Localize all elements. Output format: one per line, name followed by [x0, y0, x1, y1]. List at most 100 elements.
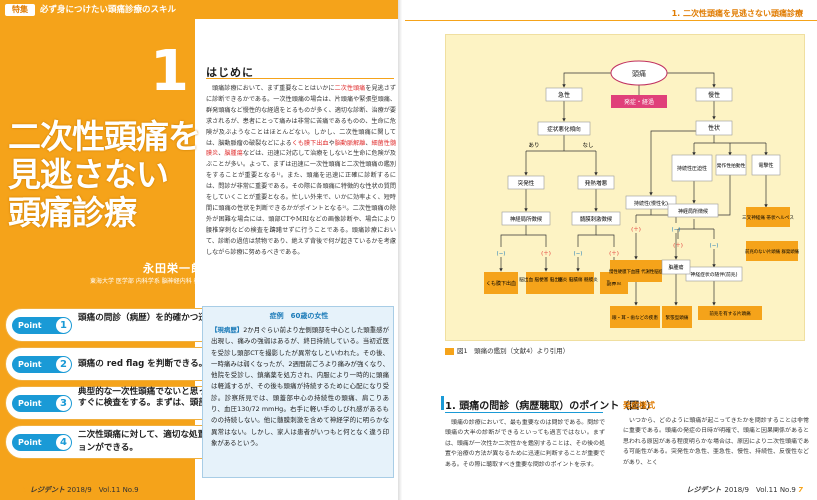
flow-tension: 緊張型頭痛	[666, 314, 689, 321]
flowchart-figure: 頭痛 発症・経過 急性 慢性 症状悪化傾向 あり なし 性状 突発性 発熱増悪 …	[445, 34, 805, 341]
flow-tumor-box	[661, 259, 691, 275]
intro-heading: はじめに	[206, 66, 254, 79]
flow-chronic-fixed: 持続性(慢性化)	[634, 200, 668, 207]
highlight-term: 細菌性髄膜炎	[206, 139, 397, 158]
flow-sudden-box	[507, 175, 545, 190]
flow-migraine-aura-box	[698, 306, 762, 320]
flow-chronic-fixed-box	[625, 195, 677, 210]
point-text: 頭痛の問診（病歴）を的確かつ迅速に聴取できる。	[78, 313, 276, 323]
point-number: 2	[56, 357, 71, 372]
flow-onset-box	[611, 95, 667, 108]
left-page: 特集 必ず身につけたい頭痛診療のスキル 1 二次性頭痛を 見逃さない 頭痛診療 …	[0, 0, 398, 500]
flow-onset: 発症・経過	[624, 98, 654, 106]
author-name: 永田栄一郎	[143, 262, 203, 275]
flow-meningeal-box	[571, 211, 621, 226]
flow-meningeal: 髄膜刺激徴候	[580, 215, 613, 223]
flow-plus: (＋)	[541, 250, 551, 257]
running-head-rule	[405, 20, 817, 21]
running-head-title: 二次性頭痛を	[683, 9, 731, 18]
flow-sinusitis: 副鼻炎	[606, 280, 621, 287]
page-number: 6	[22, 486, 27, 494]
flow-eye-ear: 眼・耳・歯などの疾患	[612, 314, 658, 321]
highlight-term: くも膜下出血	[291, 139, 329, 147]
point-badge: Point 2	[12, 356, 72, 373]
flow-paroxysmal-box	[715, 154, 747, 176]
point-label: Point	[18, 360, 42, 369]
flow-subdural: 慢性硬膜下血腫 代謝性脳症	[609, 268, 664, 275]
gutter	[398, 0, 405, 500]
flow-tumor: 脳腫瘍	[668, 264, 683, 271]
flow-tension-box	[662, 306, 692, 328]
issue-info: 2018/9 Vol.11 No.9	[724, 486, 796, 494]
flow-ich: 脳出血 脳梗塞 脳出血など	[519, 276, 573, 283]
caption-swatch	[445, 347, 454, 355]
flow-electric: 電撃性	[758, 162, 773, 169]
flow-meningitis-box	[562, 272, 594, 294]
point-text: 頭痛の red flag を判断できる。	[78, 359, 208, 369]
flow-trigeminal-box	[746, 207, 790, 227]
intro-text: 頭痛診療において、まず重要なことはいかに	[212, 85, 335, 92]
page-number: 7	[798, 486, 803, 494]
intro-text: などは、迅速に対応して治療をしないと生命に危険が及ぶことが多い。よって、まずは迅…	[206, 150, 397, 256]
case-text: 2か月ぐらい前より左側頭部を中心とした頭重感が出現し、痛みの強弱はあるが、終日持…	[211, 326, 390, 447]
flowchart-svg: 頭痛 発症・経過 急性 慢性 症状悪化傾向 あり なし 性状 突発性 発熱増悪 …	[484, 60, 800, 328]
intro-text: 、	[365, 139, 372, 147]
intro-text: や	[328, 139, 335, 147]
running-head-title: 見逃さない	[731, 9, 771, 18]
flow-minus: (−)	[672, 227, 681, 233]
highlight-term: 脳動脈解離	[334, 139, 366, 147]
flow-trigeminal: 三叉神経痛 帯状ヘルペス	[742, 214, 794, 221]
flow-plus: (＋)	[673, 242, 683, 249]
flow-ich-box	[526, 272, 566, 294]
author-affiliation: 東海大学 医学部 内科学系 脳神経内科 教授	[90, 278, 206, 285]
subsection-body: いつから、どのように頭痛が起こってきたかを問診することは非常に重要である。頭痛の…	[623, 418, 809, 466]
flow-electric-box	[751, 154, 781, 176]
point-number: 4	[56, 435, 71, 450]
running-head-title: 頭痛診療	[771, 9, 803, 18]
point-badge: Point 1	[12, 317, 72, 334]
point-number: 3	[56, 396, 71, 411]
flow-fever-box	[577, 175, 615, 190]
flow-wind-box	[537, 121, 591, 136]
flow-plus: (＋)	[609, 250, 619, 257]
caption-text: 頭痛の鑑別（文献4）より引用）	[474, 347, 570, 355]
intro-text: を見逃さずに診断できるかである。一次性頭痛の場合は、片頭痛や緊張型頭痛、群発頭痛…	[206, 85, 397, 147]
flow-migraine: 前兆のない片頭痛 群発頭痛	[745, 248, 800, 255]
flow-ari: あり	[528, 142, 539, 149]
right-page: 1. 二次性頭痛を見逃さない頭痛診療	[405, 0, 817, 500]
flow-persistent-box	[671, 154, 713, 182]
flow-paroxysmal: 発作性拍動性	[717, 162, 746, 169]
article-number: 1	[150, 39, 189, 104]
point-text: 典型的な一次性頭痛でないと思ったら、二次性頭痛を疑いすぐに検査をする。まずは、頭…	[78, 387, 304, 408]
point-number: 1	[56, 318, 71, 333]
flow-neuro-sign: 神経局所徴候	[510, 215, 543, 223]
special-feature-tag: 特集	[5, 4, 35, 16]
magazine-name: レジデント	[29, 486, 65, 494]
flow-acute-box	[545, 87, 583, 102]
issue-info: 2018/9 Vol.11 No.9	[67, 486, 139, 494]
intro-heading-rule	[206, 78, 394, 79]
flow-subdural-box	[610, 260, 662, 282]
section-body: 頭痛の診療において、最も重要なのは問診である。問診で頭痛の大半の診断ができるとい…	[445, 420, 605, 468]
point-badge: Point 4	[12, 434, 72, 451]
intro-text: 、	[218, 150, 225, 158]
flow-meningitis: 脳炎 脳膿瘍 髄膜炎	[558, 276, 598, 283]
flow-minus: (−)	[497, 251, 506, 257]
caption-number: 図1	[457, 347, 468, 355]
flow-acute: 急性	[558, 91, 570, 99]
title-line: 頭痛診療	[8, 193, 137, 232]
flow-persistent: 持続性圧迫性	[677, 165, 707, 172]
point-text: 二次性頭痛に対して、適切な処置、他科へのコンサルテーションができる。	[78, 430, 310, 453]
flow-nashi: なし	[582, 142, 593, 149]
flow-sudden: 突発性	[518, 179, 535, 187]
point-label: Point	[18, 438, 42, 447]
flow-wind: 症状悪化傾向	[547, 125, 581, 133]
flow-neuro-sign2: 神経局所徴候	[678, 208, 708, 215]
case-label: 【現病歴】	[211, 326, 244, 334]
series-strip: 特集 必ず身につけたい頭痛診療のスキル	[0, 0, 398, 19]
point-label: Point	[18, 321, 42, 330]
